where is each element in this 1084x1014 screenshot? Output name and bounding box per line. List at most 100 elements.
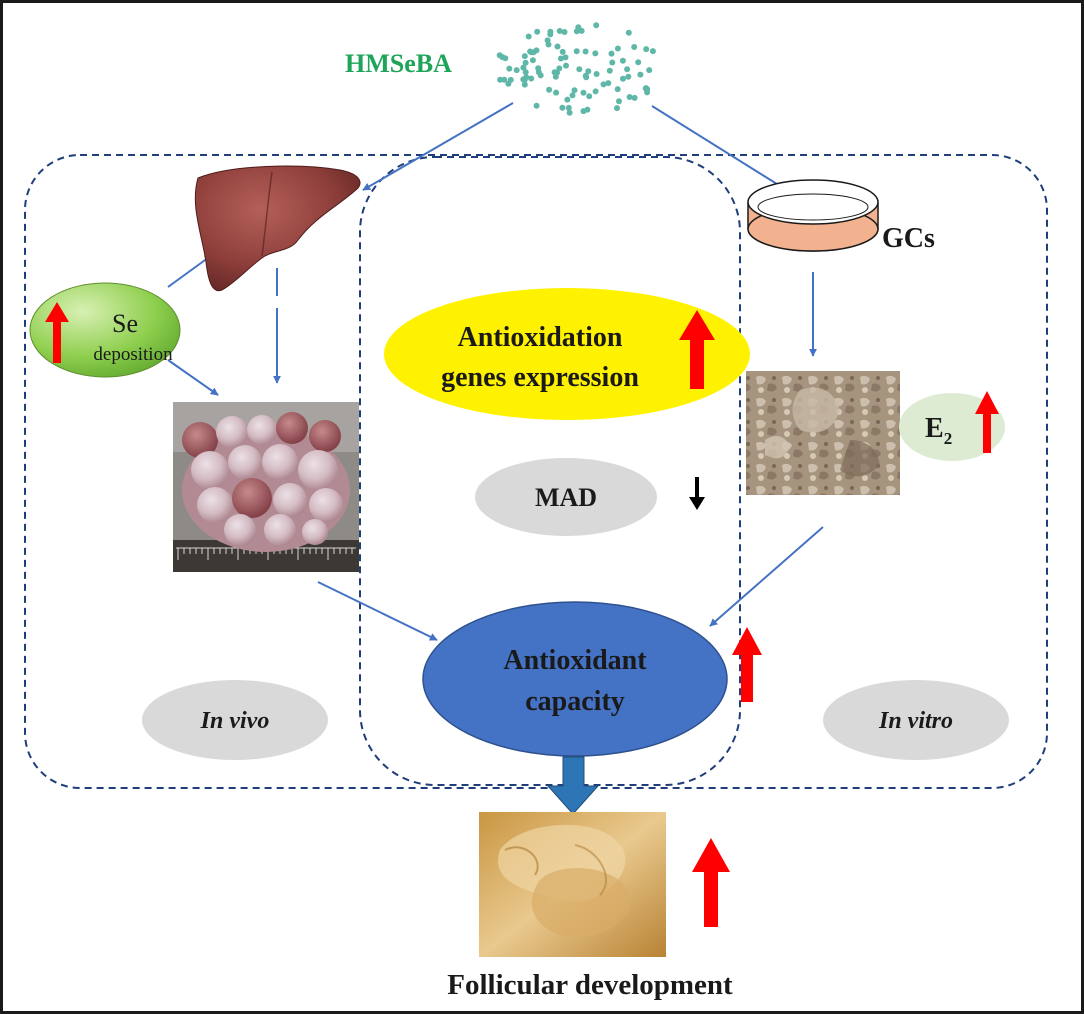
arrow-ovary-to-capacity: [317, 581, 438, 641]
particle-dot: [497, 76, 504, 83]
particle-dot: [557, 55, 564, 62]
particle-dot: [546, 86, 553, 93]
antioxidant-capacity-node: Antioxidant capacity: [422, 601, 762, 757]
particle-dot: [625, 73, 632, 80]
particle-dot: [614, 45, 621, 52]
particle-dot: [520, 64, 527, 71]
follicular-development-label: Follicular development: [447, 969, 733, 1001]
particle-dot: [553, 89, 560, 96]
particle-dot: [559, 104, 566, 111]
particle-dot: [608, 50, 615, 57]
particle-dot: [547, 28, 554, 35]
particle-dot: [562, 54, 569, 61]
particle-dot: [609, 59, 616, 66]
in-vivo-node: In vivo: [142, 680, 328, 760]
capacity-line1: Antioxidant: [503, 645, 647, 676]
particle-dot: [561, 29, 568, 35]
particle-dot: [573, 48, 580, 55]
particle-dot: [528, 75, 535, 82]
in-vivo-label: In vivo: [200, 708, 270, 734]
particle-dot: [606, 67, 613, 74]
estradiol-node: E2: [899, 391, 1005, 461]
particle-dot: [521, 81, 528, 88]
particle-dot: [605, 80, 612, 87]
particle-dot: [513, 67, 520, 74]
particle-dot: [600, 81, 607, 88]
particle-dot: [625, 29, 632, 36]
particle-dot: [525, 33, 532, 40]
particle-dot: [563, 62, 569, 69]
particle-dot: [637, 71, 644, 78]
genes-line2: genes expression: [441, 362, 639, 393]
particle-dot: [586, 93, 593, 100]
arrow-cells-to-capacity: [709, 526, 824, 627]
genes-expression-node: Antioxidation genes expression: [384, 288, 750, 420]
e2-label: E: [925, 413, 944, 444]
particle-dot: [575, 24, 582, 31]
hmseba-label: HMSeBA: [345, 49, 452, 78]
particle-dot: [624, 66, 631, 73]
particle-dot: [582, 72, 589, 79]
mad-label: MAD: [535, 483, 597, 512]
arrow-hmseba-to-liver: [362, 102, 514, 191]
particle-dot: [643, 85, 650, 92]
particle-dot: [545, 41, 552, 48]
capacity-line2: capacity: [525, 686, 625, 717]
in-vitro-label: In vitro: [878, 708, 953, 734]
se-deposition-node: Se deposition: [29, 282, 181, 378]
follicle-up-arrow-icon: [692, 838, 730, 927]
particle-dot: [571, 87, 578, 94]
arrow-se-to-liver: [167, 254, 213, 288]
particle-dot: [556, 28, 563, 34]
e2-up-arrow-icon: [975, 391, 999, 453]
particle-dot: [533, 47, 540, 54]
particle-dot: [631, 94, 638, 101]
particle-dot: [564, 96, 571, 103]
particle-dot: [592, 50, 599, 57]
particle-dot: [501, 76, 508, 83]
arrow-hmseba-to-gcs: [651, 105, 786, 190]
particle-dot: [569, 92, 576, 99]
particle-dot: [527, 48, 534, 55]
particle-dot: [593, 22, 600, 29]
particle-dot: [523, 74, 530, 81]
particle-dot: [529, 57, 536, 64]
outer-dashed-region: [24, 154, 1048, 789]
particle-dot: [507, 76, 514, 83]
particle-dot: [554, 43, 561, 50]
particle-dot: [646, 67, 653, 74]
in-vitro-node: In vitro: [823, 680, 1009, 760]
particle-dot: [522, 59, 529, 66]
particle-dot: [620, 75, 626, 82]
se-label: Se: [112, 309, 138, 338]
particle-dot: [559, 48, 566, 55]
particle-dot: [592, 88, 599, 95]
cell-culture-image: [746, 371, 900, 495]
particle-dot: [614, 86, 621, 93]
gcs-label: GCs: [882, 223, 935, 254]
particle-dot: [593, 71, 600, 77]
particle-dot: [566, 109, 573, 116]
particle-dot: [534, 28, 541, 35]
culture-dish-icon: [747, 179, 879, 252]
mad-down-arrow-icon: [689, 477, 705, 510]
particle-dot: [533, 102, 540, 109]
particle-dot: [496, 52, 503, 59]
svg-text:E2: E2: [925, 413, 952, 448]
particle-dot: [521, 53, 528, 60]
particle-dot: [631, 44, 638, 50]
mad-node: MAD: [475, 458, 705, 536]
particle-dot: [580, 89, 587, 96]
flow-arrows: [167, 102, 824, 641]
e2-subscript: 2: [944, 429, 953, 448]
particle-dot: [619, 57, 626, 64]
particle-dot: [614, 105, 620, 112]
genes-up-arrow-icon: [679, 310, 715, 389]
particle-dot: [635, 59, 642, 66]
particle-dot: [565, 104, 572, 111]
particle-dot: [616, 98, 622, 105]
particle-dot: [649, 48, 656, 55]
